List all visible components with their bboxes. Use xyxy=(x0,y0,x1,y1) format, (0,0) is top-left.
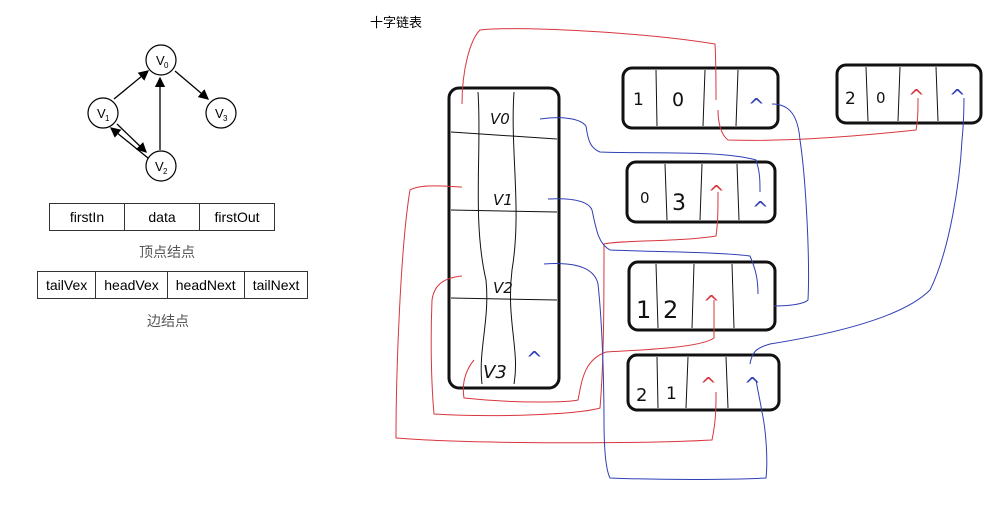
red-link-v3-firstin xyxy=(462,300,715,403)
svg-text:V: V xyxy=(155,159,164,174)
field-firstin: firstIn xyxy=(49,203,125,231)
blue-link-node12-to-node10 xyxy=(771,103,810,307)
svg-text:0: 0 xyxy=(640,189,650,207)
null-symbol: ^ xyxy=(526,347,543,371)
svg-text:2: 2 xyxy=(845,89,856,109)
svg-text:^: ^ xyxy=(703,291,720,315)
svg-text:V: V xyxy=(215,106,224,121)
svg-text:2: 2 xyxy=(663,296,678,324)
vertex-node-struct: firstIn data firstOut xyxy=(49,203,275,231)
svg-text:2: 2 xyxy=(163,167,168,176)
edge-v1-v0 xyxy=(113,70,150,100)
svg-text:3: 3 xyxy=(223,114,228,123)
svg-text:^: ^ xyxy=(708,181,725,205)
vertex-label-v3: V3 xyxy=(483,362,507,383)
edge-v1-v2 xyxy=(116,123,147,153)
blue-link-v0-firstout xyxy=(539,117,761,193)
red-link-v0-firstin xyxy=(461,28,717,105)
field-tailnext: tailNext xyxy=(243,271,309,299)
svg-text:^: ^ xyxy=(752,197,769,221)
svg-text:3: 3 xyxy=(672,191,686,216)
blue-link-v1-firstout xyxy=(547,198,759,295)
svg-text:^: ^ xyxy=(744,373,761,397)
red-link-v1-firstin xyxy=(395,185,717,444)
svg-text:2: 2 xyxy=(636,385,647,406)
blue-link-v2-firstout xyxy=(543,263,768,480)
field-firstout: firstOut xyxy=(199,203,275,231)
edge-node-0-3: 0 3 ^ ^ xyxy=(625,160,777,224)
edge-node-1-2: 1 2 ^ xyxy=(627,260,777,332)
svg-text:0: 0 xyxy=(876,89,886,107)
graph-node-v1: V 1 xyxy=(87,97,119,129)
field-data: data xyxy=(124,203,200,231)
edge-v0-v3 xyxy=(174,70,209,100)
vertex-label-v2: V2 xyxy=(493,279,513,297)
svg-text:1: 1 xyxy=(666,384,677,404)
svg-text:^: ^ xyxy=(908,85,925,109)
edge-node-2-0: 2 0 ^ ^ xyxy=(835,63,983,125)
vertex-array-box xyxy=(447,86,561,390)
svg-text:^: ^ xyxy=(949,85,966,109)
svg-text:0: 0 xyxy=(164,61,169,70)
field-tailvex: tailVex xyxy=(36,271,97,299)
edge-node-1-0: 1 0 ^ xyxy=(621,66,780,130)
svg-text:^: ^ xyxy=(748,94,765,118)
graph-node-v0: V 0 xyxy=(145,44,177,76)
blue-link-node21-to-node20 xyxy=(749,97,965,365)
red-link-node10-to-node20 xyxy=(717,97,919,141)
graph-node-v3: V 3 xyxy=(205,97,237,129)
field-headvex: headVex xyxy=(95,271,168,299)
svg-text:1: 1 xyxy=(633,90,644,110)
svg-text:^: ^ xyxy=(700,373,717,397)
svg-text:1: 1 xyxy=(105,114,110,123)
vertex-label-v1: V1 xyxy=(493,191,513,209)
vertex-struct-caption: 顶点结点 xyxy=(139,245,195,261)
edge-node-2-1: 2 1 ^ ^ xyxy=(626,353,781,412)
graph-node-v2: V 2 xyxy=(145,150,177,182)
svg-text:V: V xyxy=(97,106,106,121)
svg-text:1: 1 xyxy=(636,296,651,324)
edge-struct-caption: 边结点 xyxy=(147,314,189,330)
vertex-label-v0: V0 xyxy=(490,110,510,128)
red-link-v2-firstin xyxy=(430,191,719,417)
edge-node-struct: tailVex headVex headNext tailNext xyxy=(36,271,309,299)
diagram-title: 十字链表 xyxy=(370,16,423,31)
edge-v2-v1 xyxy=(109,127,149,159)
svg-text:0: 0 xyxy=(672,89,684,111)
svg-text:V: V xyxy=(156,53,165,68)
field-headnext: headNext xyxy=(166,271,245,299)
